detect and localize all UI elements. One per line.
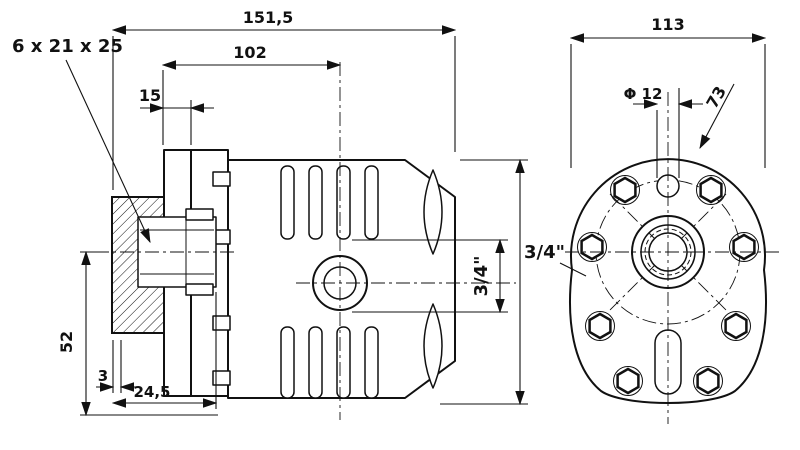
body-contour-leaf [423,169,443,255]
dim-step: 3 [98,367,108,385]
dim-port-thread-front: 3/4" [524,242,565,263]
bolt-washer [585,311,615,341]
bolt-washer [613,366,643,396]
side-view-dimensions: 151,5 102 15 6 x 21 x 25 52 3 24,5 3/4" [12,8,528,417]
rib-slot [308,326,323,399]
leader-line-spline [65,59,151,244]
rib-slot [308,165,323,240]
dim-port-thread-side: 3/4" [471,255,492,296]
bolt-hex [693,366,723,396]
bolt-head [724,312,748,340]
dim-center-height: 52 [57,331,76,353]
bolt-washer [693,366,723,396]
rib-slot [336,326,351,399]
front-view [565,92,782,424]
spline-spec-label: 6 x 21 x 25 [12,36,123,57]
spline-tooth-line [680,264,688,272]
rib-slot [364,326,379,399]
body-contour-leaf [423,303,443,389]
bolt-side [212,315,231,331]
bolt-head [613,176,637,204]
dim-width: 113 [651,15,684,34]
bolt-hex [610,175,640,205]
leader-line-pitch [699,83,735,150]
rib-slot [280,165,295,240]
front-view-dimensions: 113 Φ 12 73 3/4" [524,15,767,277]
rib-slot [364,165,379,240]
bolt-washer [610,175,640,205]
spline-tooth-bottom [185,283,214,296]
bolt-hex [613,366,643,396]
dim-flange-offset: 15 [139,86,161,105]
spline-tooth-line [680,232,688,240]
rib-slot [336,165,351,240]
bolt-hex [729,232,759,262]
bolt-washer [696,175,726,205]
dim-hole-diameter: Φ 12 [624,85,663,103]
bolt-hex [721,311,751,341]
dim-pitch: 73 [702,83,730,112]
spline-tooth-top [185,208,214,221]
bolt-side [212,171,231,187]
leader-line-port [559,262,587,277]
bolt-head [732,233,756,261]
bolt-washer [729,232,759,262]
bolt-head [580,233,604,261]
bolt-washer [721,311,751,341]
bolt-washer [577,232,607,262]
bolt-head [588,312,612,340]
bolt-head [696,367,720,395]
side-view [80,62,516,420]
dim-overall-length: 151,5 [243,8,294,27]
bolt-hex [696,175,726,205]
rib-slot [280,326,295,399]
spline-tooth-line [648,232,656,240]
bolt-hex [585,311,615,341]
bolt-head [699,176,723,204]
bolt-side [212,370,231,386]
spline-tooth-line [648,264,656,272]
dim-body-length: 102 [233,43,266,62]
dim-shaft-length: 24,5 [133,383,170,401]
bolt-hex [577,232,607,262]
bolt-head [616,367,640,395]
